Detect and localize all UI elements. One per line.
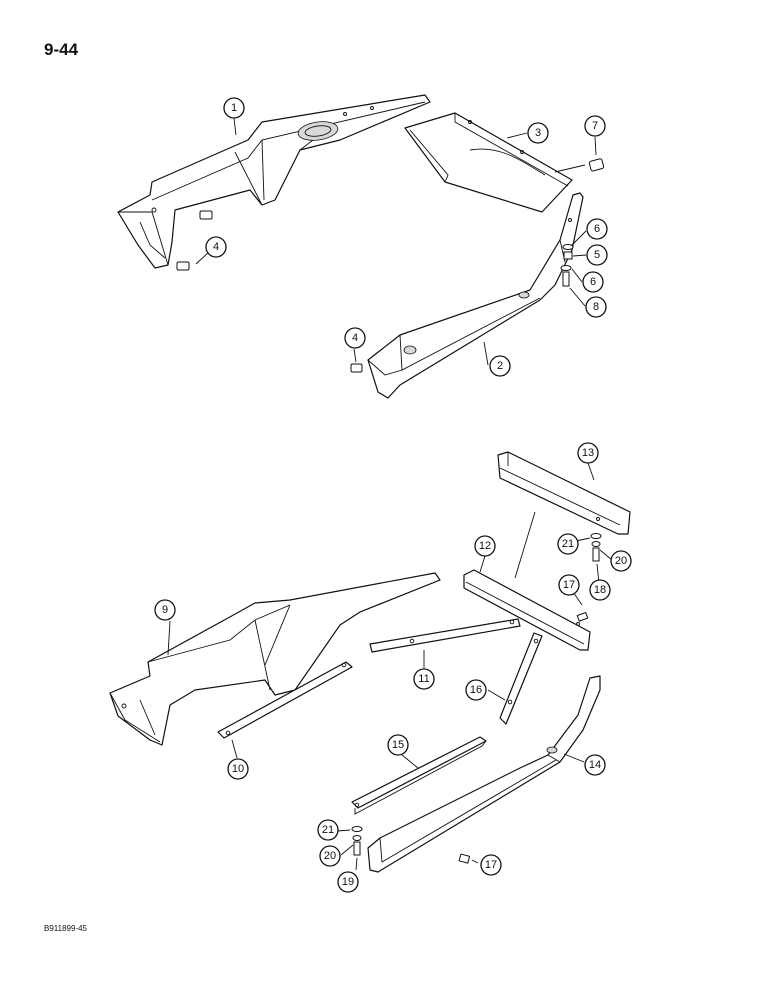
pad-4-a (199, 210, 213, 220)
callout-4-lower: 4 (344, 327, 366, 349)
svg-text:12: 12 (479, 540, 491, 552)
callout-12: 12 (474, 535, 496, 557)
svg-text:14: 14 (589, 759, 601, 771)
svg-text:11: 11 (418, 673, 429, 685)
assembly-arrow-line (514, 511, 536, 579)
callout-5: 5 (586, 244, 608, 266)
callout-15: 15 (387, 734, 409, 756)
svg-text:3: 3 (535, 127, 541, 139)
svg-text:20: 20 (324, 850, 336, 862)
svg-text:7: 7 (592, 120, 598, 132)
callout-10: 10 (227, 758, 249, 780)
svg-text:21: 21 (562, 538, 574, 550)
svg-text:6: 6 (594, 223, 600, 235)
svg-text:17: 17 (485, 859, 497, 871)
svg-text:18: 18 (594, 584, 606, 596)
callout-6-bottom: 6 (582, 271, 604, 293)
svg-text:19: 19 (342, 876, 354, 888)
callout-11: 11 (413, 668, 435, 690)
callout-1: 1 (223, 97, 245, 119)
svg-text:10: 10 (232, 763, 244, 775)
svg-text:2: 2 (497, 360, 503, 372)
svg-text:1: 1 (231, 102, 237, 114)
part-10-strap (217, 661, 353, 739)
svg-text:13: 13 (582, 447, 594, 459)
part-9-left-guard (109, 572, 441, 746)
part-16-brace (499, 632, 543, 725)
svg-text:16: 16 (470, 684, 482, 696)
part-14-right-guard (367, 675, 601, 873)
part-3-top-plate (404, 112, 573, 213)
part-13-channel (497, 451, 631, 535)
svg-text:8: 8 (593, 301, 599, 313)
callout-6-top: 6 (586, 218, 608, 240)
pad-4-c (350, 363, 363, 373)
part-15-bar (351, 736, 487, 815)
callout-13: 13 (577, 442, 599, 464)
part-12-cross-channel (463, 569, 591, 651)
document-code: B911899-45 (44, 924, 87, 933)
callout-17-lower: 17 (480, 854, 502, 876)
svg-text:4: 4 (213, 241, 219, 253)
svg-text:5: 5 (594, 249, 600, 261)
callout-16: 16 (465, 679, 487, 701)
callout-2: 2 (489, 355, 511, 377)
callout-7: 7 (584, 115, 606, 137)
callout-14: 14 (584, 754, 606, 776)
svg-text:20: 20 (615, 555, 627, 567)
svg-text:4: 4 (352, 332, 358, 344)
part-2-right-guard (367, 192, 584, 399)
svg-text:21: 21 (322, 824, 334, 836)
callout-19: 19 (337, 871, 359, 893)
callout-3: 3 (527, 122, 549, 144)
callout-8: 8 (585, 296, 607, 318)
svg-text:6: 6 (590, 276, 596, 288)
callout-9: 9 (154, 599, 176, 621)
callout-20-upper: 20 (610, 550, 632, 572)
callout-21-lower: 21 (317, 819, 339, 841)
callout-21-upper: 21 (557, 533, 579, 555)
callout-20-lower: 20 (319, 845, 341, 867)
hardware-stack-lower-right (576, 533, 602, 622)
callout-4-upper: 4 (205, 236, 227, 258)
svg-text:17: 17 (563, 579, 575, 591)
hardware-stack-upper (554, 158, 605, 287)
callout-18: 18 (589, 579, 611, 601)
pad-4-b (176, 261, 190, 271)
hardware-stack-lower-left (351, 826, 471, 864)
part-1-left-guard (117, 94, 431, 269)
callout-17-upper: 17 (558, 574, 580, 596)
part-11-strap (369, 618, 521, 653)
svg-text:9: 9 (162, 604, 168, 616)
svg-text:15: 15 (392, 739, 404, 751)
page-number: 9-44 (44, 40, 79, 59)
